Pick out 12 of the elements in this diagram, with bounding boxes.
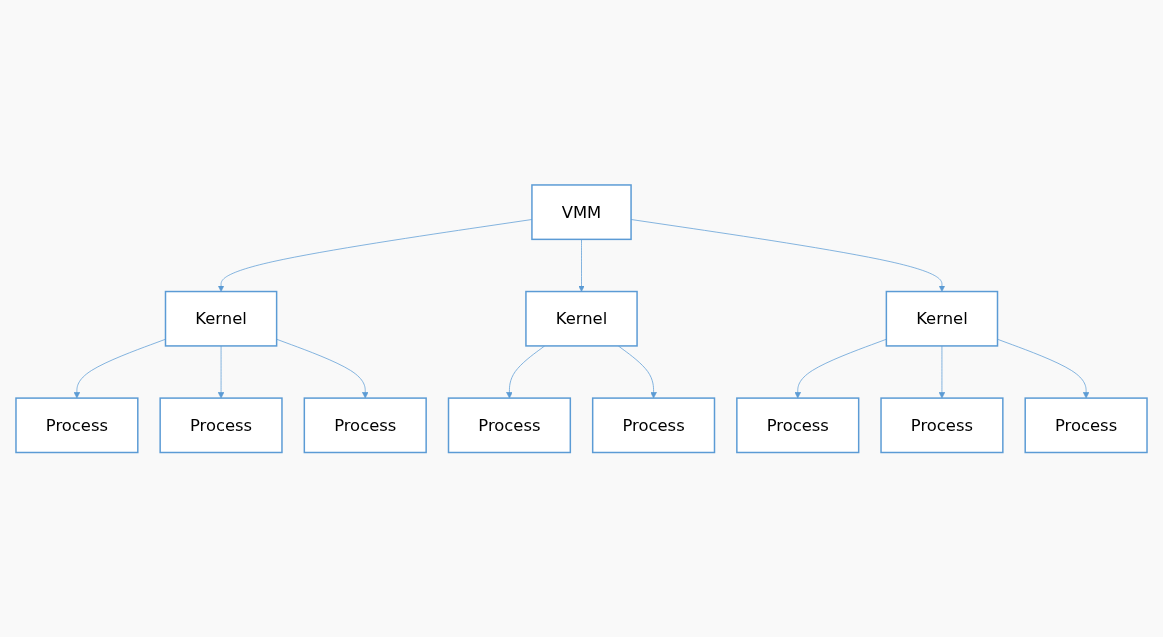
node-box: Process — [159, 397, 283, 453]
node-box: Kernel — [164, 290, 278, 347]
node-box: Process — [15, 397, 139, 453]
node-box: Process — [303, 397, 427, 453]
node-box: Process — [1024, 397, 1148, 453]
node-box: Process — [880, 397, 1004, 453]
node-box: VMM — [531, 184, 632, 240]
node-box: Kernel — [525, 290, 638, 347]
node-box: Process — [591, 397, 716, 453]
node-box: Process — [736, 397, 860, 453]
node-box: Kernel — [885, 290, 999, 347]
node-box: Process — [447, 397, 572, 453]
